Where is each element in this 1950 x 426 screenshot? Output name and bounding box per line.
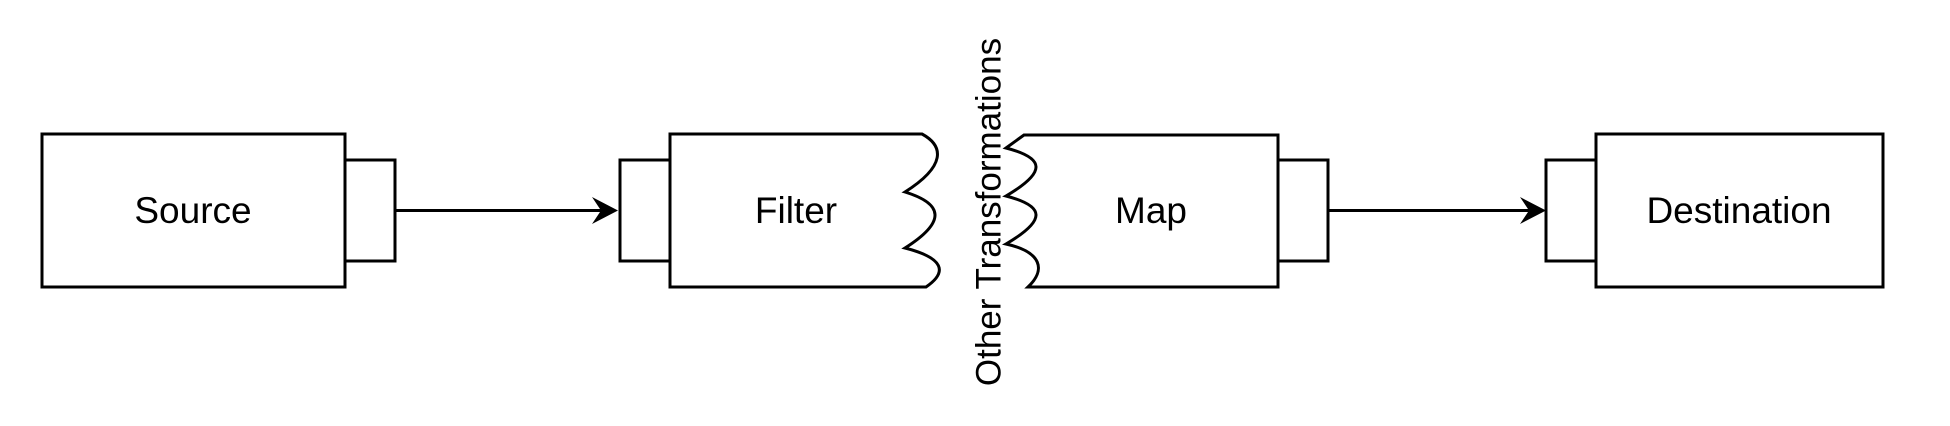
- break-label: Other Transformations: [969, 38, 1008, 386]
- node-map-label: Map: [1115, 190, 1187, 231]
- filter-input-port: [618, 158, 672, 263]
- node-filter: Filter: [618, 132, 941, 289]
- node-source-box: [40, 132, 347, 289]
- arrow-source-to-filter: [395, 197, 618, 224]
- arrowhead-icon: [592, 197, 618, 224]
- node-destination: Destination: [1544, 132, 1885, 289]
- map-output-port: [1276, 158, 1330, 263]
- source-output-port: [343, 158, 397, 263]
- node-source: Source: [40, 132, 397, 289]
- node-destination-label: Destination: [1646, 190, 1831, 231]
- node-destination-box: [1594, 132, 1885, 289]
- arrow-map-to-destination: [1328, 197, 1546, 224]
- node-filter-box: [668, 132, 941, 289]
- arrowhead-icon: [1520, 197, 1546, 224]
- node-filter-label: Filter: [755, 190, 837, 231]
- node-map-box: [1001, 133, 1280, 289]
- node-source-label: Source: [134, 190, 251, 231]
- destination-input-port: [1544, 158, 1598, 263]
